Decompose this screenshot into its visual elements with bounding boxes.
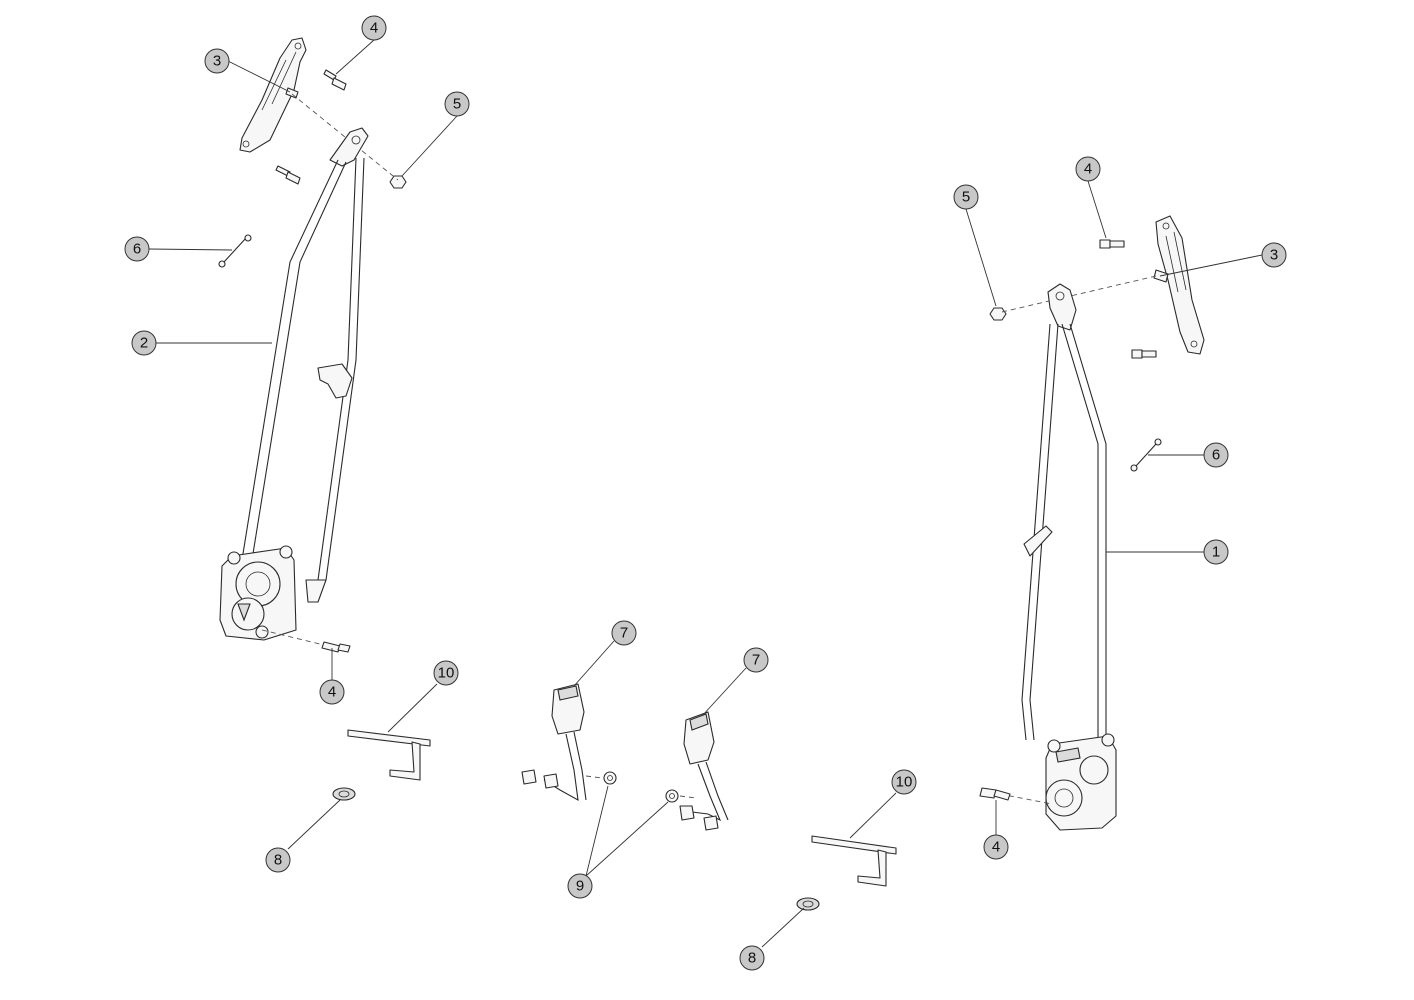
left-d-ring <box>329 127 369 167</box>
callout-5-right: 5 <box>953 184 979 210</box>
right-webbing-guide <box>1023 525 1053 557</box>
left-buckle <box>521 683 587 802</box>
svg-text:5: 5 <box>962 189 970 206</box>
svg-text:10: 10 <box>438 665 455 682</box>
callout-4-right-upper: 4 <box>1075 156 1101 182</box>
svg-text:7: 7 <box>620 625 628 642</box>
callout-3-right-bracket: 3 <box>1261 242 1287 268</box>
callout-6-right: 6 <box>1203 442 1229 468</box>
callout-5-left: 5 <box>444 91 470 117</box>
callout-3-left-bracket: 3 <box>204 48 230 74</box>
left-anchor-bracket <box>347 729 431 781</box>
callout-8-right: 8 <box>739 945 765 971</box>
svg-text:6: 6 <box>1212 447 1220 464</box>
right-d-ring <box>1047 283 1077 331</box>
svg-text:8: 8 <box>274 852 282 869</box>
right-height-adjuster-bracket <box>1153 215 1205 355</box>
svg-text:9: 9 <box>576 878 584 895</box>
callout-2-left-belt: 2 <box>131 330 157 356</box>
callout-7-left: 7 <box>611 620 637 646</box>
left-seat-belt-assembly <box>218 37 407 653</box>
svg-text:1: 1 <box>1212 544 1220 561</box>
buckle-bolt-left <box>603 771 617 785</box>
left-webbing-guide <box>317 363 353 399</box>
callout-6-left: 6 <box>124 236 150 262</box>
svg-text:4: 4 <box>328 684 336 701</box>
svg-text:3: 3 <box>213 53 221 70</box>
callout-4-left-upper: 4 <box>361 15 387 41</box>
buckle-bolt-right <box>665 789 679 803</box>
svg-text:3: 3 <box>1270 247 1278 264</box>
left-retractor <box>219 545 297 641</box>
callout-4-right-lower: 4 <box>983 834 1009 860</box>
right-anchor-bolt <box>979 787 1011 801</box>
callout-7-right: 7 <box>743 647 769 673</box>
right-belt-webbing-inner <box>1021 323 1051 741</box>
callout-10-right: 10 <box>891 769 917 795</box>
left-clip <box>332 787 356 801</box>
callout-8-left: 8 <box>265 847 291 873</box>
right-buckle <box>679 711 729 831</box>
callout-9: 9 <box>567 873 593 899</box>
callout-4-left-lower: 4 <box>319 679 345 705</box>
left-belt-webbing-inner <box>317 157 357 581</box>
right-clip <box>796 897 820 911</box>
right-upper-bolt <box>1099 239 1125 249</box>
svg-text:4: 4 <box>370 20 378 37</box>
left-upper-bolt <box>323 69 347 91</box>
leader-lines <box>148 39 1263 948</box>
right-nut <box>989 307 1007 321</box>
right-anchor-bracket <box>811 835 897 887</box>
right-retractor <box>1045 733 1117 831</box>
right-belt-webbing-outer <box>1061 323 1099 740</box>
left-lower-bracket-bolt <box>275 165 301 185</box>
svg-text:10: 10 <box>896 774 913 791</box>
right-pin <box>1130 438 1162 472</box>
right-seat-belt-assembly <box>979 215 1205 831</box>
svg-text:5: 5 <box>453 96 461 113</box>
svg-text:8: 8 <box>748 950 756 967</box>
svg-text:4: 4 <box>1084 161 1092 178</box>
svg-text:6: 6 <box>133 241 141 258</box>
right-lower-bracket-bolt <box>1131 349 1157 359</box>
left-height-adjuster-bracket <box>239 37 307 153</box>
callout-10-left: 10 <box>433 660 459 686</box>
left-nut <box>389 175 407 189</box>
svg-text:7: 7 <box>752 652 760 669</box>
left-anchor-bolt <box>321 641 351 653</box>
left-belt-webbing-outer <box>241 159 339 561</box>
svg-text:4: 4 <box>992 839 1000 856</box>
left-pin <box>218 234 252 268</box>
callout-1-right-belt: 1 <box>1203 539 1229 565</box>
svg-text:2: 2 <box>140 335 148 352</box>
